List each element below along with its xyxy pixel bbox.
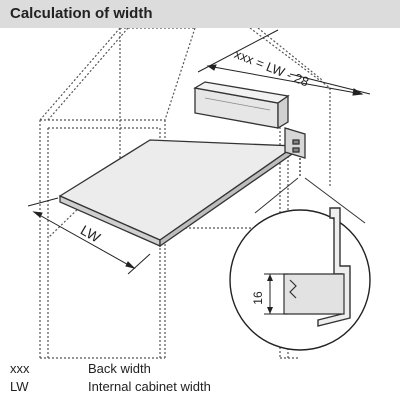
- detail-leader: [254, 177, 366, 224]
- legend: xxx Back width LW Internal cabinet width: [10, 360, 390, 396]
- legend-definition: Back width: [88, 361, 151, 376]
- detail-dimension-label: 16: [251, 291, 265, 305]
- top-dimension: [197, 29, 371, 96]
- drawer-bottom: [58, 139, 297, 248]
- top-dimension-label: xxx = LW - 28: [232, 46, 311, 89]
- legend-abbr: xxx: [10, 361, 30, 376]
- legend-row-lw: LW Internal cabinet width: [10, 378, 390, 396]
- legend-row-xxx: xxx Back width: [10, 360, 390, 378]
- legend-abbr: LW: [10, 379, 29, 394]
- title-bar: Calculation of width: [0, 0, 400, 28]
- bottom-dimension-label: LW: [78, 222, 104, 246]
- detail-circle: [229, 207, 371, 351]
- bottom-dimension: [27, 197, 151, 275]
- page-title: Calculation of width: [10, 5, 153, 22]
- drawer-back: [193, 81, 290, 130]
- side-profile: [284, 127, 306, 178]
- cabinet-diagram: xxx = LW - 28 LW 1: [27, 28, 371, 359]
- legend-definition: Internal cabinet width: [88, 379, 211, 394]
